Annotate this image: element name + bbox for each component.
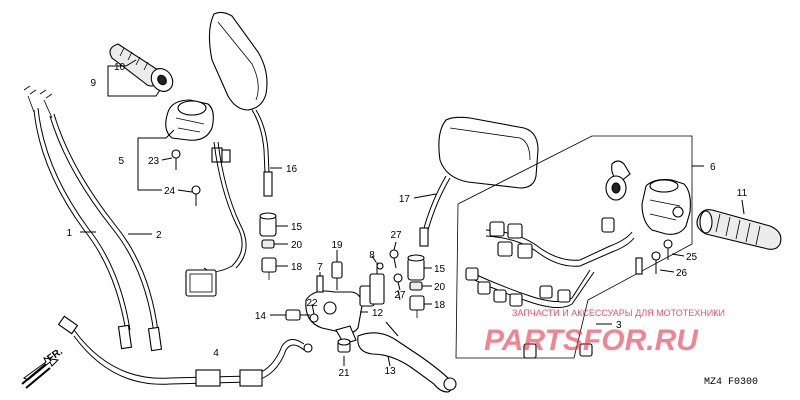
washer-20-right <box>409 281 423 291</box>
right-switch-housing <box>641 179 691 235</box>
callout-2: 2 <box>156 230 162 241</box>
callout-18-left: 18 <box>291 262 303 273</box>
callout-26: 26 <box>676 268 688 279</box>
callout-20-left: 20 <box>291 240 303 251</box>
callout-27-lower: 27 <box>394 290 406 301</box>
nut-18-left <box>261 257 277 280</box>
left-switch-wire <box>185 141 247 297</box>
screw-23 <box>171 149 181 170</box>
callout-15-left: 15 <box>291 222 303 233</box>
left-mirror <box>208 11 273 197</box>
callout-25: 25 <box>686 252 698 263</box>
watermark-logo: PARTSFOR.RU <box>484 324 699 357</box>
wire-harness <box>465 217 635 308</box>
leader-lines <box>80 59 745 367</box>
screw-27-lower <box>393 273 403 291</box>
callout-13: 13 <box>384 366 396 377</box>
watermark-tagline: ЗАПЧАСТИ И АКСЕССУАРЫ ДЛЯ МОТОТЕХНИКИ <box>512 308 725 318</box>
bolt-14 <box>285 309 310 321</box>
washer-20-left <box>261 239 275 249</box>
left-grip <box>109 43 174 92</box>
callout-1: 1 <box>66 228 72 239</box>
nut-21 <box>337 338 351 353</box>
collar-15-left <box>259 212 277 237</box>
switch-19 <box>331 261 343 290</box>
clutch-bracket <box>305 285 375 345</box>
throttle-cable-2 <box>39 89 163 352</box>
harness-connectors <box>465 217 615 307</box>
callout-20-right: 20 <box>434 282 446 293</box>
callout-14: 14 <box>255 311 267 322</box>
nut-18-right <box>409 295 425 318</box>
pin-22 <box>309 313 319 323</box>
callout-9: 9 <box>90 78 96 89</box>
callout-15-right: 15 <box>434 264 446 275</box>
callout-7: 7 <box>317 262 323 273</box>
switch-8 <box>369 262 385 305</box>
throttle-pulley <box>605 160 631 201</box>
clutch-cable <box>57 315 313 387</box>
screw-25 <box>663 239 673 260</box>
callout-4: 4 <box>213 348 219 359</box>
right-grip <box>696 209 782 250</box>
right-mirror <box>419 116 539 247</box>
watermark: ЗАПЧАСТИ И АКСЕССУАРЫ ДЛЯ МОТОТЕХНИКИ PA… <box>484 308 725 357</box>
front-arrow: FR. <box>21 346 65 389</box>
callout-22: 22 <box>306 298 318 309</box>
collar-15-right <box>407 254 425 281</box>
callout-labels: 9 10 5 23 24 1 2 16 15 20 18 4 19 7 22 1… <box>66 62 747 379</box>
bolt-7 <box>316 275 324 293</box>
small-connector-right <box>523 257 643 359</box>
callout-10: 10 <box>114 62 126 73</box>
callout-5: 5 <box>118 156 124 167</box>
screw-27-upper <box>389 249 399 269</box>
callout-16: 16 <box>286 164 298 175</box>
callout-12: 12 <box>372 308 384 319</box>
clutch-lever <box>357 321 457 393</box>
left-switch-housing <box>165 99 231 163</box>
callout-17: 17 <box>399 194 411 205</box>
callout-3: 3 <box>616 320 622 331</box>
callout-19: 19 <box>331 240 343 251</box>
callout-8: 8 <box>369 250 375 261</box>
callout-27-upper: 27 <box>390 230 402 241</box>
screw-26 <box>651 251 661 274</box>
callout-24: 24 <box>164 186 176 197</box>
callout-6: 6 <box>710 162 716 173</box>
diagram-code: MZ4 F0300 <box>704 377 758 388</box>
throttle-cable-1 <box>23 85 133 350</box>
screw-24 <box>191 185 201 206</box>
callout-21: 21 <box>338 368 350 379</box>
callout-11: 11 <box>737 188 748 199</box>
callout-23: 23 <box>148 156 160 167</box>
callout-18-right: 18 <box>434 300 446 311</box>
